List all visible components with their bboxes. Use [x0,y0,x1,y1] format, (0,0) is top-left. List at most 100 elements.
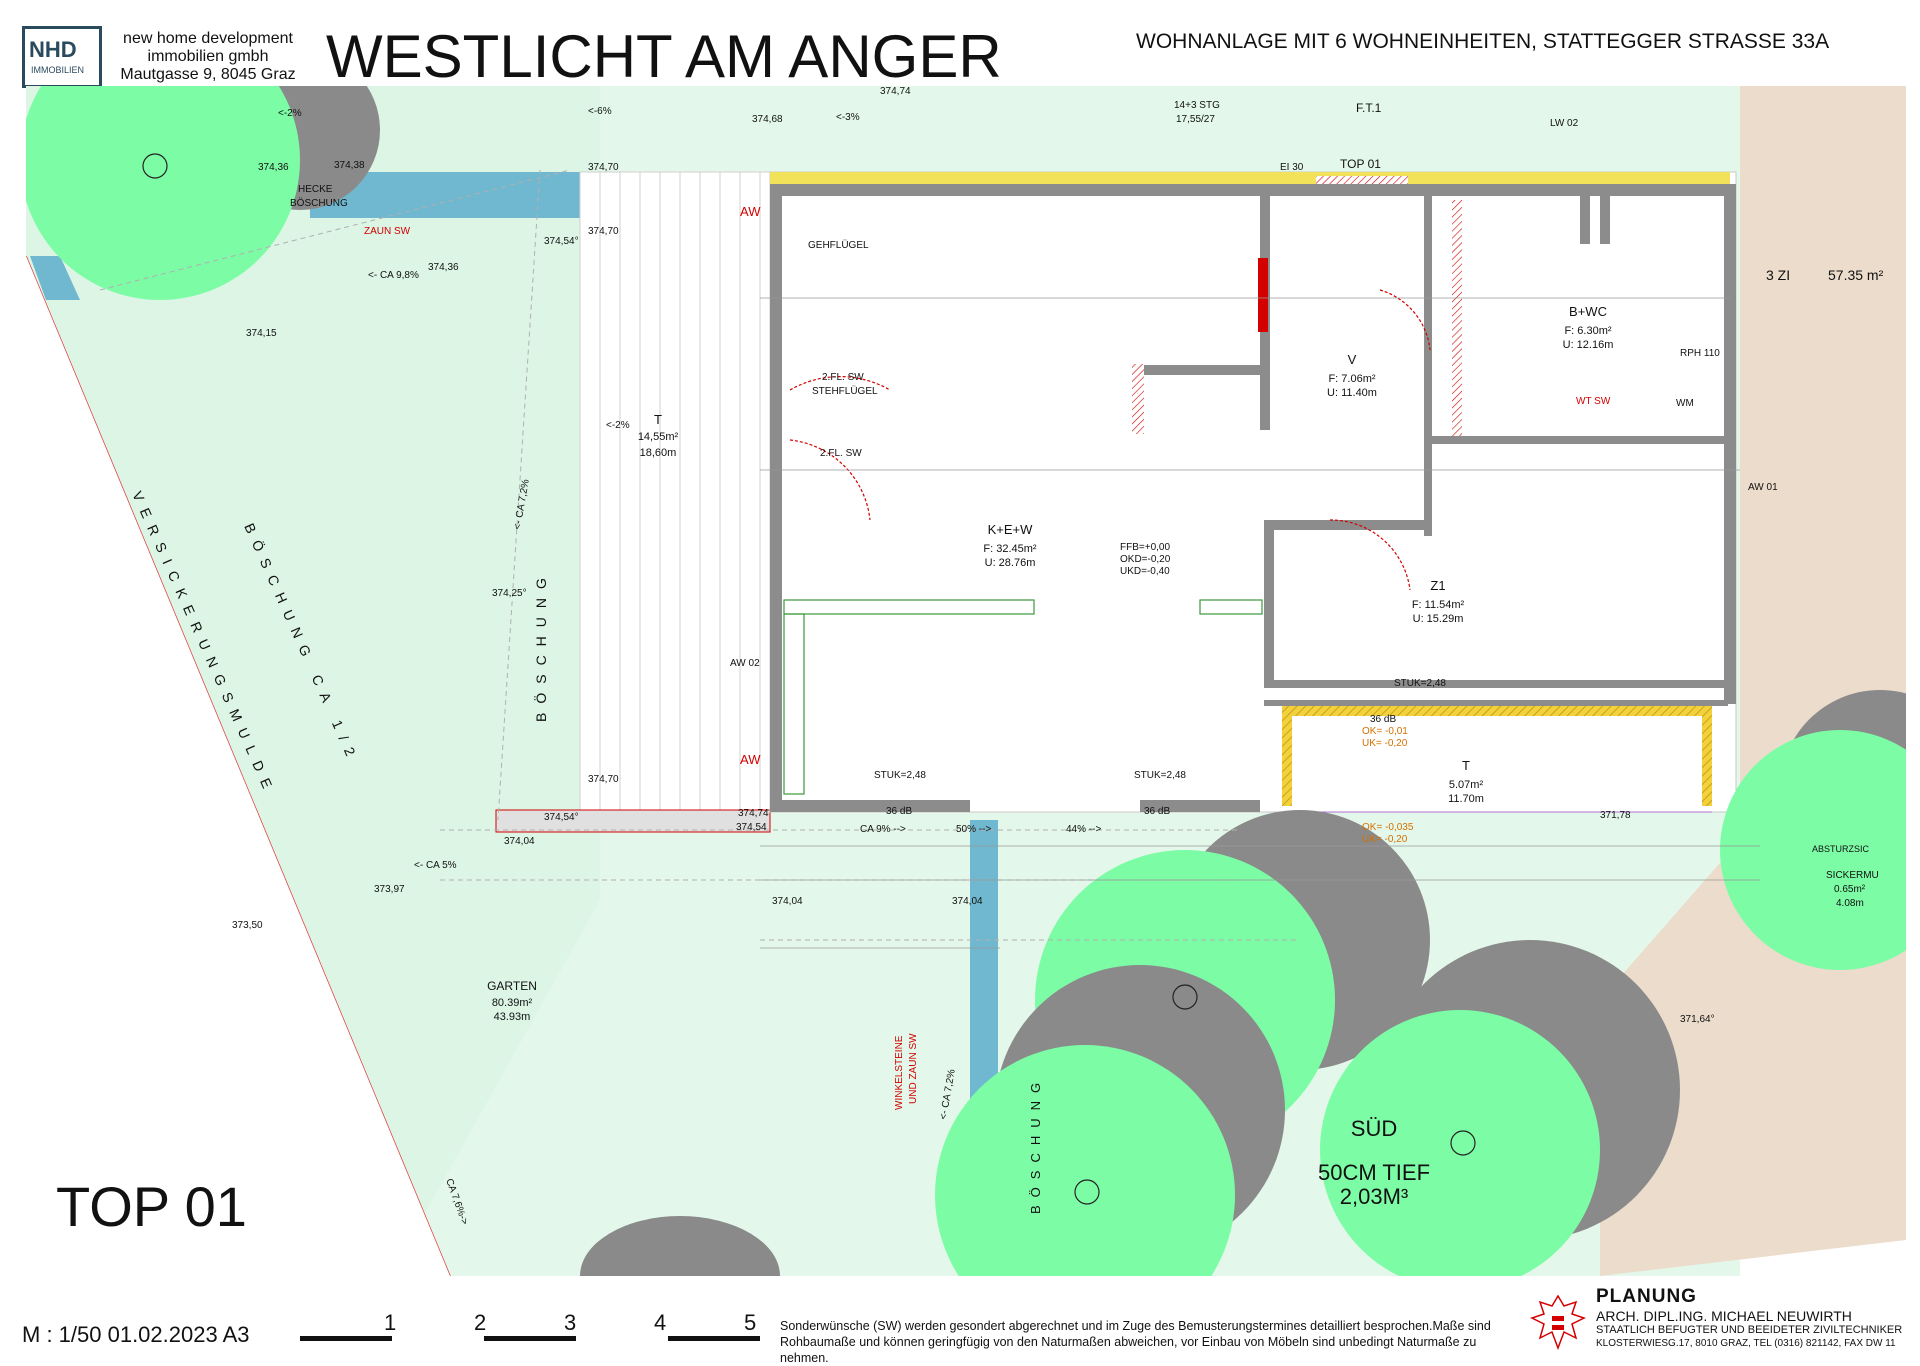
fire-door-hatch [1316,176,1408,186]
terrace-edge [495,809,771,833]
drain-strip-bottom [970,820,998,1102]
stairs-label: 14+3 STG [1174,100,1220,111]
loggia-insulation-right [1702,706,1712,806]
volume-label: 2,03M³ [1340,1184,1408,1209]
stairs-ratio-label: 17,55/27 [1176,114,1215,125]
ft1-label: F.T.1 [1356,101,1382,115]
planner-block: PLANUNG ARCH. DIPL.ING. MICHAEL NEUWIRTH… [1520,1286,1910,1356]
company-address: new home development immobilien gmbh Mau… [108,30,308,84]
room-area-bwc: F: 6.30m² [1564,325,1611,337]
room-name-z1: Z1 [1430,578,1445,593]
footer: M : 1/50 01.02.2023 A3 1 2 3 4 5 Sonderw… [0,1276,1920,1365]
svg-text:374,70: 374,70 [588,162,619,173]
svg-text:<-2%: <-2% [278,108,302,119]
company-line-2: immobilien gmbh [147,48,269,65]
svg-text:374,68: 374,68 [752,114,783,125]
svg-text:374,04: 374,04 [772,896,803,907]
loggia-insulation-left [1282,706,1292,806]
drain-strip-left [30,256,80,300]
room-area-kew: F: 32.45m² [983,543,1037,555]
logo-main-text: NHD [29,37,77,62]
scale-text: M : 1/50 01.02.2023 A3 [22,1322,250,1347]
svg-text:374,54: 374,54 [736,822,767,833]
boeschung-west-label: BÖSCHUNG [532,569,549,722]
room-name-bwc: B+WC [1569,304,1607,319]
sicker-area-label: 0.65m² [1834,884,1866,895]
room-name-garden: GARTEN [487,979,537,993]
svg-text:<-3%: <-3% [836,112,860,123]
svg-text:<- CA 5%: <- CA 5% [414,860,457,871]
tief-label: 50CM TIEF [1318,1160,1430,1185]
unit-top-label: TOP 01 [56,1175,247,1238]
wet-room-hatch [1132,364,1144,434]
ffb-label: FFB=+0,00 [1120,542,1170,553]
svg-text:374,36: 374,36 [428,262,459,273]
svg-text:<- CA 9,8%: <- CA 9,8% [368,270,419,281]
bath-hatch [1452,200,1462,436]
planner-address: KLOSTERWIESG.17, 8010 GRAZ, TEL (0316) 8… [1596,1338,1896,1349]
svg-text:374,15: 374,15 [246,328,277,339]
aw-label-bottom: AW [740,752,761,767]
aw-label-top: AW [740,204,761,219]
svg-text:50% -->: 50% --> [956,824,991,835]
room-name-terrace-south: T [1462,758,1470,773]
company-logo: NHD IMMOBILIEN [22,26,102,88]
svg-text:374,74: 374,74 [880,86,911,97]
logo-sub-text: IMMOBILIEN [31,65,85,75]
room-area-garden: 80.39m² [492,997,533,1009]
svg-text:371,64°: 371,64° [1680,1014,1715,1025]
room-area-terrace-west: 14,55m² [638,431,679,443]
trees [26,86,1906,1276]
path-strip [1600,86,1906,1276]
scale-bar: 1 2 3 4 5 [300,1310,760,1341]
svg-text:44% -->: 44% --> [1066,824,1101,835]
okd-label: OKD=-0,20 [1120,554,1171,565]
top01-small-label: TOP 01 [1340,157,1381,171]
project-title: WESTLICHT AM ANGER [326,23,1002,90]
db36-label-1: 36 dB [886,806,912,817]
room-name-v: V [1348,352,1357,367]
facade-insulation-top [770,172,1730,184]
svg-text:374,54°: 374,54° [544,236,579,247]
zfl-label: 2.FL. SW [820,448,862,459]
title-block: NHD IMMOBILIEN new home development immo… [0,0,1920,90]
svg-text:CA 9% -->: CA 9% --> [860,824,906,835]
planner-title: STAATLICH BEFUGTER UND BEEIDETER ZIVILTE… [1596,1324,1903,1336]
gehfluegel-label: GEHFLÜGEL [808,239,869,251]
tree-centers [142,153,1476,1205]
floor-plan: K+E+W F: 32.45m² U: 28.76m V F: 7.06m² U… [26,86,1906,1276]
ukd-label: UKD=-0,40 [1120,566,1170,577]
svg-text:371,78: 371,78 [1600,810,1631,821]
svg-text:<-2%: <-2% [606,420,630,431]
level-values: 374,36 374,38 374,70 374,70 374,54° 374,… [232,86,1715,1025]
glazing [783,599,1263,795]
db36-label-2: 36 dB [1144,806,1170,817]
room-perim-kew: U: 28.76m [985,557,1036,569]
room-perim-garden: 43.93m [494,1011,531,1023]
disclaimer-text: Sonderwünsche (SW) werden gesondert abge… [780,1319,1491,1365]
dimension-lines [760,297,1760,949]
rph-label: RPH 110 [1680,348,1720,359]
svg-text:374,74: 374,74 [738,808,769,819]
annotation-labels: HECKE BÖSCHUNG ZAUN SW GEHFLÜGEL 2.FL. S… [290,100,1879,909]
svg-text:373,50: 373,50 [232,920,263,931]
db36-label-3: 36 dB [1370,714,1396,725]
scale-tick-2: 2 [474,1310,486,1335]
room-area-v: F: 7.06m² [1328,373,1375,385]
svg-text:374,70: 374,70 [588,226,619,237]
room-name-kew: K+E+W [988,522,1034,537]
aw02-label: AW 02 [730,658,760,669]
hecke-label: HECKE [298,184,333,195]
svg-text:374,54°: 374,54° [544,812,579,823]
red-element [1258,258,1268,332]
terrace-grid [579,171,771,813]
svg-text:374,36: 374,36 [258,162,289,173]
room-labels: K+E+W F: 32.45m² U: 28.76m V F: 7.06m² U… [487,304,1613,1023]
aw01-label-right: AW 01 [1748,482,1778,493]
stuk-label-3: STUK=2,48 [1394,678,1446,689]
svg-text:374,25°: 374,25° [492,588,527,599]
sicker-label: SICKERMU [1826,870,1879,881]
room-perim-terrace-west: 18,60m [640,447,677,459]
planner-name: ARCH. DIPL.ING. MICHAEL NEUWIRTH [1596,1308,1852,1324]
lw02-label: LW 02 [1550,118,1579,129]
